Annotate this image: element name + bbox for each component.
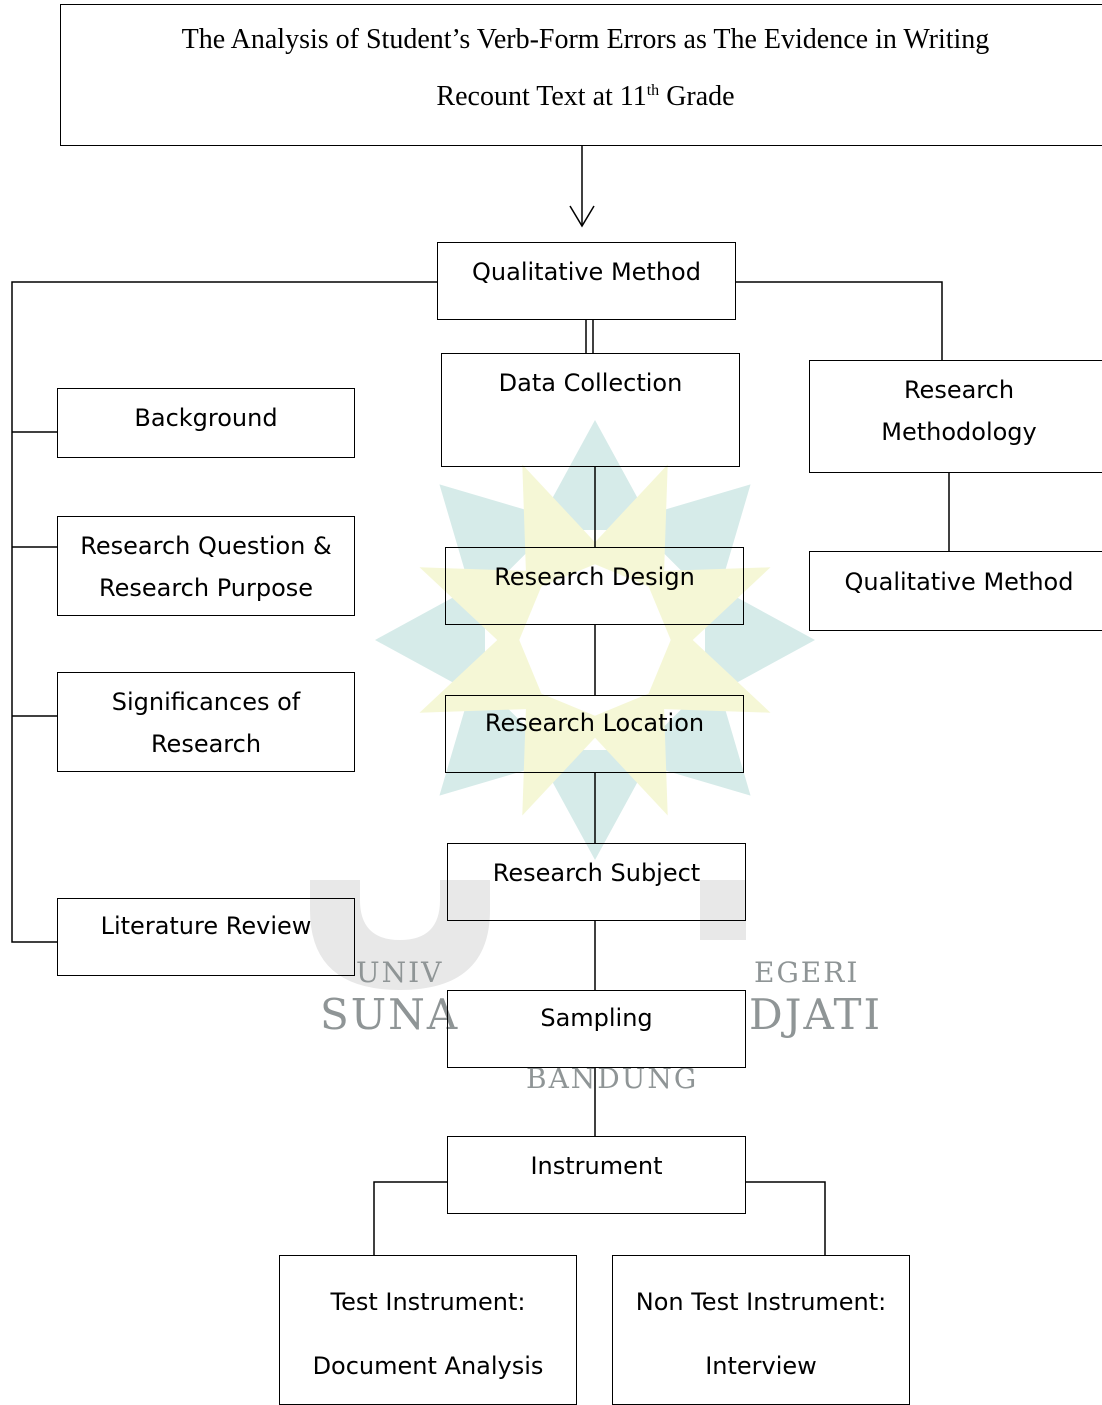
node-label-line-1: Research xyxy=(903,376,1015,404)
node-instrument: Instrument xyxy=(447,1136,746,1214)
node-label-line-1: Test Instrument: xyxy=(330,1288,526,1316)
node-label-line-1: Non Test Instrument: xyxy=(635,1288,887,1316)
node-label: Research Location xyxy=(484,709,705,737)
node-label-line-2: Research xyxy=(150,730,262,758)
node-qualitative-method-right: Qualitative Method xyxy=(809,551,1102,631)
node-non-test-instrument: Non Test Instrument: Interview xyxy=(612,1255,910,1405)
watermark-univ-right: EGERI xyxy=(754,956,860,989)
node-label: Literature Review xyxy=(100,912,312,940)
node-qualitative-method-top: Qualitative Method xyxy=(437,242,736,320)
node-label: Qualitative Method xyxy=(844,568,1074,596)
node-label: Research Design xyxy=(494,563,695,591)
node-research-question-purpose: Research Question & Research Purpose xyxy=(57,516,355,616)
node-label-line-2: Document Analysis xyxy=(312,1352,544,1380)
node-label-line-1: Significances of xyxy=(111,688,301,716)
node-label-line-2: Interview xyxy=(705,1352,817,1380)
node-background: Background xyxy=(57,388,355,458)
watermark-univ-left: UNIV xyxy=(356,956,444,989)
node-data-collection: Data Collection xyxy=(441,353,740,467)
node-label-line-2: Research Purpose xyxy=(98,574,314,602)
title-superscript: th xyxy=(646,82,660,99)
node-label: Data Collection xyxy=(498,369,683,397)
diagram-title: The Analysis of Student’s Verb-Form Erro… xyxy=(60,4,1102,146)
node-sampling: Sampling xyxy=(447,990,746,1068)
down-arrow-icon xyxy=(569,205,595,228)
watermark-sunan-left: SUNA xyxy=(320,990,460,1039)
node-label: Research Subject xyxy=(492,859,701,887)
node-label: Background xyxy=(134,404,278,432)
node-test-instrument: Test Instrument: Document Analysis xyxy=(279,1255,577,1405)
title-line-2-suffix: Grade xyxy=(659,81,735,112)
title-line-2-text: Recount Text at 11 xyxy=(436,81,647,112)
node-label: Qualitative Method xyxy=(472,258,701,286)
node-research-subject: Research Subject xyxy=(447,843,746,921)
watermark-djati-right: DJATI xyxy=(749,990,883,1039)
node-research-location: Research Location xyxy=(445,695,744,773)
title-line-1: The Analysis of Student’s Verb-Form Erro… xyxy=(181,24,990,55)
node-significances-of-research: Significances of Research xyxy=(57,672,355,772)
node-label-line-2: Methodology xyxy=(881,418,1037,446)
node-label: Instrument xyxy=(530,1152,663,1180)
node-label: Sampling xyxy=(540,1004,653,1032)
node-literature-review: Literature Review xyxy=(57,898,355,976)
node-research-design: Research Design xyxy=(445,547,744,625)
title-line-2: Recount Text at 11th Grade xyxy=(436,68,734,125)
node-research-methodology: Research Methodology xyxy=(809,360,1102,473)
node-label-line-1: Research Question & xyxy=(80,532,332,560)
